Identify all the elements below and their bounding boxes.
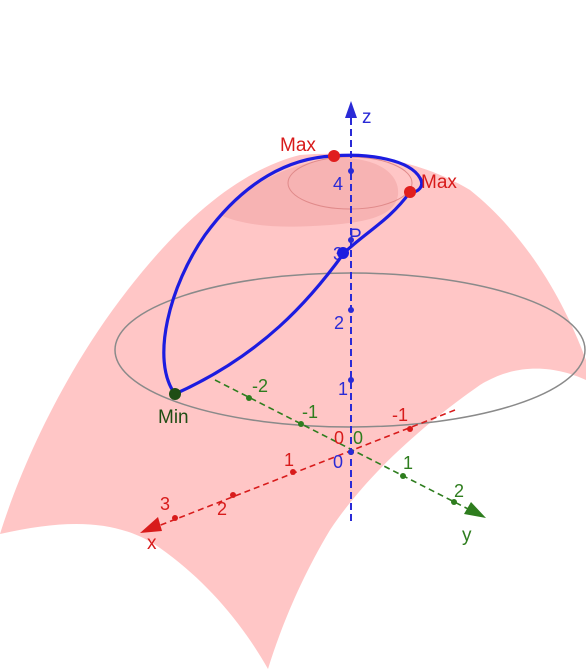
y-tick-dot	[298, 421, 304, 427]
x-tick-label: 1	[284, 450, 294, 470]
z-tick-dots	[348, 168, 354, 455]
surface-paraboloid	[0, 153, 586, 669]
x-tick-dot	[172, 515, 178, 521]
max-left-label: Max	[280, 135, 316, 156]
x-tick-dot	[230, 492, 236, 498]
constraint-curve	[162, 153, 424, 396]
y-tick-label: 2	[454, 481, 464, 501]
max-point	[328, 150, 340, 162]
x-axis-line	[147, 409, 456, 531]
max-point	[404, 186, 416, 198]
arrow-icon	[464, 502, 486, 518]
z-tick-label: 2	[334, 313, 344, 333]
x-axis	[140, 409, 456, 533]
y-tick-dot	[400, 473, 406, 479]
arrow-icon	[140, 517, 162, 533]
x-tick-labels: -1 0 1 2 3	[160, 405, 408, 519]
y-tick-label: -1	[302, 402, 318, 422]
z-tick-dot	[348, 237, 354, 243]
y-axis-line	[214, 379, 479, 515]
x-tick-label: -1	[392, 405, 408, 425]
z-tick-dot	[348, 449, 354, 455]
min-point	[169, 388, 181, 400]
x-tick-label: 3	[160, 494, 170, 514]
p-label: P	[349, 226, 362, 247]
point-p	[337, 247, 349, 259]
x-tick-dot	[407, 426, 413, 432]
z-tick-label: 0	[333, 452, 343, 472]
x-tick-dot	[290, 469, 296, 475]
x-tick-label: 2	[217, 499, 227, 519]
arrow-icon	[345, 101, 357, 118]
z-tick-dot	[348, 307, 354, 313]
y-tick-label: 1	[403, 453, 413, 473]
x-axis-label: x	[147, 533, 157, 554]
y-axis	[214, 379, 486, 518]
z-tick-dot	[348, 377, 354, 383]
min-label: Min	[158, 407, 189, 428]
y-axis-label: y	[462, 525, 472, 546]
y-tick-labels: -2 -1 0 1 2	[252, 376, 464, 501]
z-tick-label: 1	[338, 379, 348, 399]
y-tick-label: 0	[353, 428, 363, 448]
y-tick-dot	[451, 499, 457, 505]
z-tick-label: 4	[333, 174, 343, 194]
y-tick-dot	[246, 395, 252, 401]
surface-inner-shading	[220, 158, 399, 227]
x-tick-label: 0	[334, 428, 344, 448]
z-tick-dot	[348, 168, 354, 174]
z-axis-label: z	[362, 107, 372, 128]
y-tick-label: -2	[252, 376, 268, 396]
max-right-label: Max	[421, 172, 457, 193]
